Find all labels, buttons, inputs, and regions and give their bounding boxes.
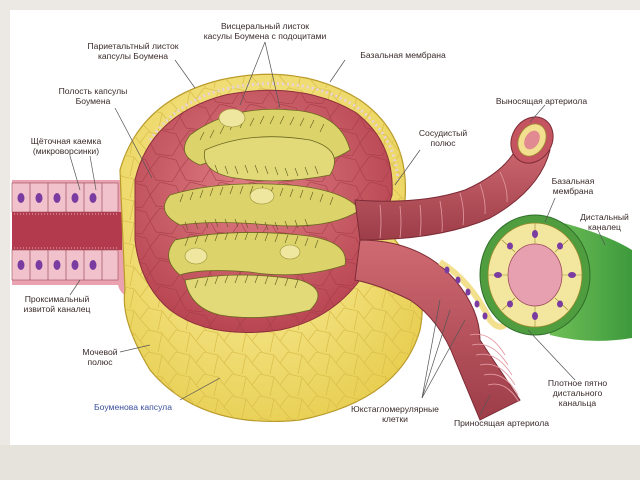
proximal-tubule: [11, 180, 134, 300]
podocyte-cell-bodies: [184, 108, 301, 265]
leader-lines: [69, 41, 606, 416]
label-efferent-arteriole: Выносящая артериола: [495, 96, 588, 106]
label-basal-membrane-top: Базальная мембрана: [360, 50, 446, 60]
parietal-leaflet-edge: [148, 82, 400, 181]
distal-tubule: [479, 214, 632, 341]
efferent-arteriole: [354, 116, 554, 241]
label-afferent-arteriole: Приносящая артериола: [453, 418, 550, 428]
juxtaglomerular-cells: [438, 259, 507, 330]
label-bowman-capsule: Боуменова капсула: [94, 402, 172, 412]
slide-bottom-band: [0, 445, 640, 480]
label-brush-border: Щёточная каемка(микроворсинки): [30, 136, 102, 156]
afferent-arteriole: [354, 239, 521, 421]
